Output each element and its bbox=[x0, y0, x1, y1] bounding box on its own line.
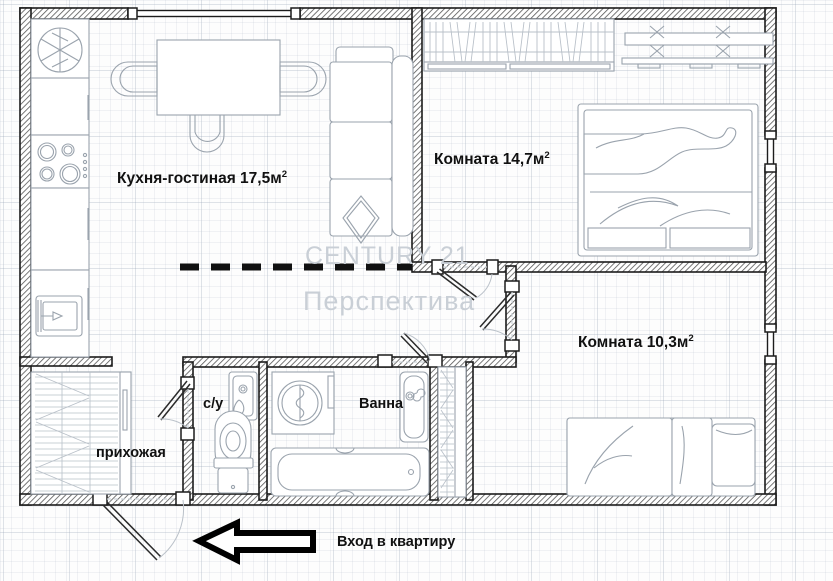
cooktop-icon bbox=[30, 134, 90, 189]
double-bed-icon bbox=[577, 103, 759, 257]
single-bed-icon bbox=[566, 417, 756, 497]
sofa-icon bbox=[329, 46, 414, 244]
room-label-text: Кухня-гостиная 17,5м bbox=[117, 170, 282, 187]
bathroom-fixtures bbox=[270, 371, 430, 497]
room-label-wc: с/у bbox=[203, 396, 224, 412]
dining-table-icon bbox=[156, 39, 281, 116]
window-top bbox=[127, 7, 301, 20]
kitchen-sink-icon bbox=[30, 269, 90, 358]
wc-fixtures bbox=[213, 371, 258, 494]
room-label-sup: 2 bbox=[544, 149, 550, 161]
cushion-icon bbox=[342, 195, 380, 244]
toilet-icon bbox=[213, 410, 254, 494]
door-leaf-wc bbox=[157, 380, 191, 429]
room-label-room-103: Комната 10,3м2 bbox=[578, 334, 694, 352]
room-label-bathroom: Ванна bbox=[359, 396, 404, 412]
door-leaf-bathroom bbox=[400, 332, 431, 364]
room103-furniture bbox=[437, 366, 756, 498]
door-leaf-entrance bbox=[102, 499, 185, 561]
wardrobe-icon bbox=[423, 18, 615, 72]
exterior-walls bbox=[19, 7, 777, 506]
wardrobe-icon bbox=[437, 366, 467, 498]
room-label-kitchen-living: Кухня-гостиная 17,5м2 bbox=[117, 170, 287, 188]
chair-icon bbox=[279, 61, 327, 97]
entrance-label: Вход в квартиру bbox=[337, 534, 456, 550]
kitchen-cabinet-icon bbox=[30, 187, 90, 271]
washing-machine-icon bbox=[271, 371, 335, 435]
chair-icon bbox=[110, 61, 158, 97]
room147-furniture bbox=[423, 18, 774, 257]
doors bbox=[92, 259, 520, 561]
bathtub-secondary-icon bbox=[399, 371, 429, 443]
window-right-upper bbox=[764, 130, 777, 173]
entrance-arrow-icon bbox=[192, 518, 316, 565]
hallway-wardrobe-icon bbox=[30, 371, 132, 495]
room-label-text: Комната 10,3м bbox=[578, 334, 689, 351]
room-label-sup: 2 bbox=[688, 332, 694, 344]
chair-icon bbox=[189, 114, 225, 153]
room-label-hallway: прихожая bbox=[96, 445, 166, 461]
kitchen-cabinet-icon bbox=[30, 77, 90, 136]
refrigerator-icon bbox=[37, 27, 83, 73]
room-label-text: Комната 14,7м bbox=[434, 151, 545, 168]
door-leaf-room147 bbox=[436, 268, 493, 301]
room-label-sup: 2 bbox=[281, 168, 288, 180]
kitchen-furniture bbox=[30, 18, 414, 358]
door-leaf-room103 bbox=[479, 291, 515, 341]
desk-icon bbox=[621, 25, 774, 69]
room-label-room-147: Комната 14,7м2 bbox=[434, 151, 550, 169]
bathtub-icon bbox=[270, 447, 430, 497]
window-right-lower bbox=[764, 323, 777, 365]
